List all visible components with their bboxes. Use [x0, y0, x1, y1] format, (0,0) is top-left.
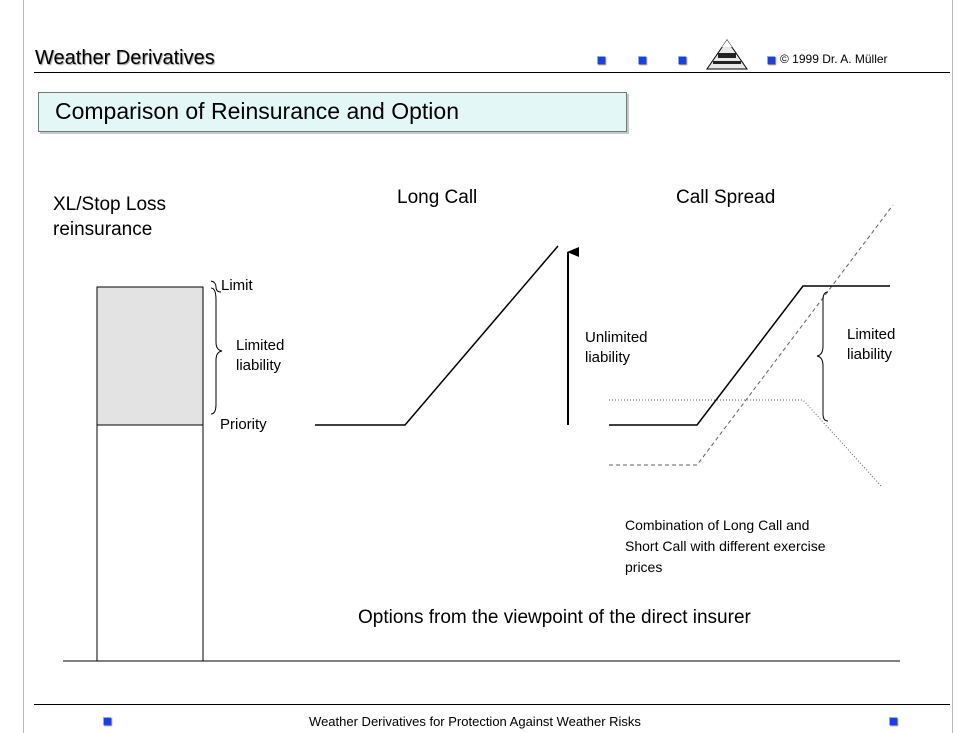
bullet-icon — [638, 56, 646, 64]
bullet-icon — [597, 56, 605, 64]
header-title: Weather Derivatives — [35, 47, 215, 69]
short-call-component-line — [609, 399, 883, 488]
limit-label: Limit — [221, 277, 253, 294]
footer-divider — [34, 704, 950, 705]
pyramid-logo-icon — [706, 39, 748, 70]
xl-layer-retention — [96, 424, 204, 662]
xl-heading-line1: XL/Stop Loss — [53, 194, 167, 215]
long-call-component-line — [609, 204, 894, 466]
xl-heading-line2: reinsurance — [53, 219, 153, 240]
call-spread-liability-brace — [816, 291, 829, 422]
unlimited-liability-line1: Unlimited — [585, 329, 648, 346]
call-spread-liability-line2: liability — [847, 346, 893, 363]
bullet-icon — [103, 717, 111, 725]
diagram-caption: Options from the viewpoint of the direct… — [358, 607, 751, 628]
xl-liability-line1: Limited — [236, 337, 285, 354]
call-spread-heading: Call Spread — [676, 187, 776, 208]
call-spread-note-line1: Combination of Long Call and — [625, 517, 810, 533]
slide-subtitle: Comparison of Reinsurance and Option — [55, 98, 460, 124]
bullet-icon — [767, 56, 775, 64]
unlimited-liability-line2: liability — [585, 349, 631, 366]
slide-border-left — [23, 0, 24, 733]
xl-liability-brace — [210, 287, 223, 415]
limit-brace — [210, 280, 222, 293]
call-spread-note-line3: prices — [625, 559, 663, 575]
bullet-icon — [678, 56, 686, 64]
footer-text: Weather Derivatives for Protection Again… — [309, 714, 641, 729]
long-call-heading: Long Call — [397, 187, 478, 208]
xl-layer-limited — [96, 286, 204, 426]
call-spread-note-line2: Short Call with different exercise — [625, 538, 826, 554]
bullet-icon — [889, 717, 897, 725]
call-spread-payoff-line — [609, 285, 890, 426]
call-spread-liability-line1: Limited — [847, 326, 896, 343]
slide-border-right — [952, 0, 953, 733]
xl-liability-line2: liability — [236, 357, 282, 374]
copyright: © 1999 Dr. A. Müller — [780, 52, 888, 66]
long-call-payoff-line — [315, 245, 559, 426]
subtitle-box — [38, 92, 627, 132]
header-divider — [34, 72, 950, 73]
priority-label: Priority — [220, 416, 267, 433]
